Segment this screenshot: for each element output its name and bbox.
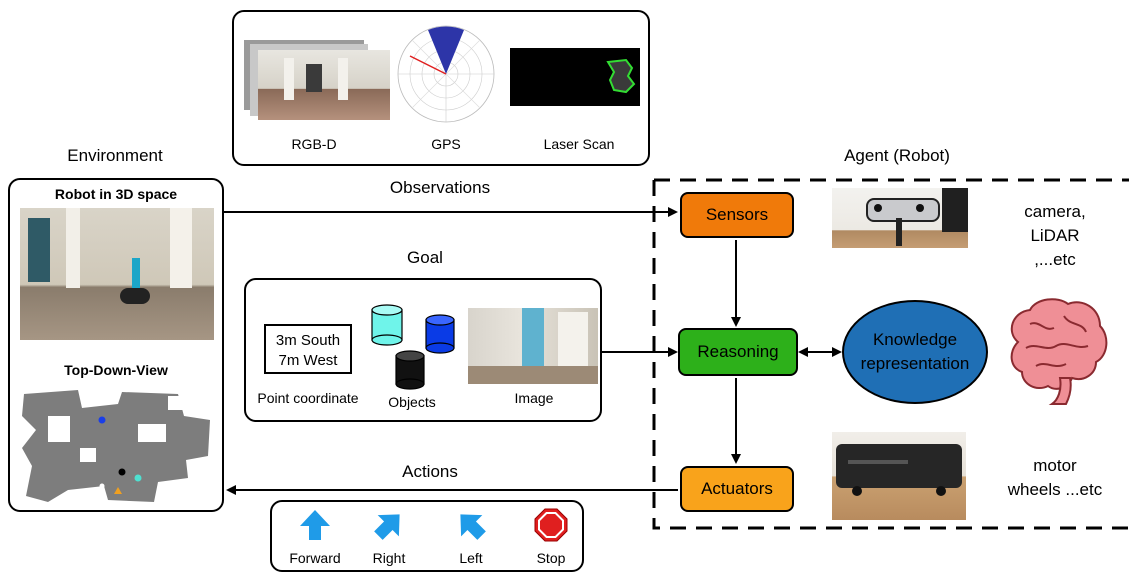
- objects-cylinders: [371, 304, 455, 390]
- actuator-example-2: wheels ...etc: [1007, 480, 1103, 499]
- point-coordinate-box: 3m South 7m West: [264, 324, 352, 374]
- environment-title: Environment: [67, 146, 163, 165]
- gps-label: GPS: [431, 136, 461, 152]
- sensor-example-1: camera,: [1024, 202, 1086, 221]
- goal-panel: 3m South 7m West Point coordinate Object…: [244, 278, 602, 422]
- brain-icon: [1010, 298, 1108, 405]
- point-line1: 3m South: [275, 332, 341, 349]
- agent-title: Agent (Robot): [844, 146, 950, 165]
- wheels-photo: [832, 432, 966, 520]
- sensors-node: Sensors: [680, 192, 794, 238]
- arrow-up-icon: [300, 510, 330, 540]
- environment-panel: Robot in 3D space Top-Down-View: [8, 178, 224, 512]
- observations-panel: RGB-D GPS Laser Scan: [232, 10, 650, 166]
- actuator-example-1: motor: [1033, 456, 1077, 475]
- camera-photo: [832, 188, 968, 248]
- agent-boundary: [652, 178, 1129, 530]
- arrow-up-left-icon: [460, 514, 486, 540]
- actions-label: Actions: [402, 462, 458, 481]
- laser-scan-map: [510, 48, 640, 106]
- knowledge-representation-node: Knowledge representation: [842, 300, 988, 404]
- gps-polar-plot: [397, 25, 495, 123]
- action-forward-label: Forward: [289, 550, 341, 566]
- point-line2: 7m West: [278, 352, 338, 369]
- actions-panel: Forward Right Left Stop: [270, 500, 584, 572]
- sensor-example-3: ,...etc: [1034, 250, 1076, 269]
- arrow-up-right-icon: [374, 514, 400, 540]
- goal-image: [468, 308, 598, 384]
- image-label: Image: [514, 390, 554, 406]
- action-right-label: Right: [372, 550, 406, 566]
- robot-3d-label: Robot in 3D space: [54, 186, 178, 202]
- sensor-example-2: LiDAR: [1030, 226, 1080, 245]
- blue-cylinder-icon: [425, 314, 455, 354]
- knowledge-line1: Knowledge: [872, 330, 958, 349]
- rgbd-image: [244, 40, 392, 122]
- cyan-cylinder-icon: [371, 304, 403, 346]
- action-left-label: Left: [459, 550, 483, 566]
- stop-sign-icon: [534, 508, 568, 542]
- robot-3d-photo: [20, 208, 214, 340]
- laser-scan-label: Laser Scan: [543, 136, 615, 152]
- objects-label: Objects: [388, 394, 436, 410]
- topdown-label: Top-Down-View: [64, 362, 168, 378]
- black-cylinder-icon: [395, 350, 425, 390]
- observations-label: Observations: [389, 178, 491, 197]
- knowledge-line2: representation: [860, 354, 970, 373]
- reasoning-node: Reasoning: [678, 328, 798, 376]
- point-coordinate-label: Point coordinate: [257, 390, 359, 406]
- action-stop-label: Stop: [536, 550, 566, 566]
- topdown-map: [18, 386, 216, 506]
- rgbd-label: RGB-D: [291, 136, 337, 152]
- actuators-node: Actuators: [680, 466, 794, 512]
- goal-label: Goal: [407, 248, 443, 267]
